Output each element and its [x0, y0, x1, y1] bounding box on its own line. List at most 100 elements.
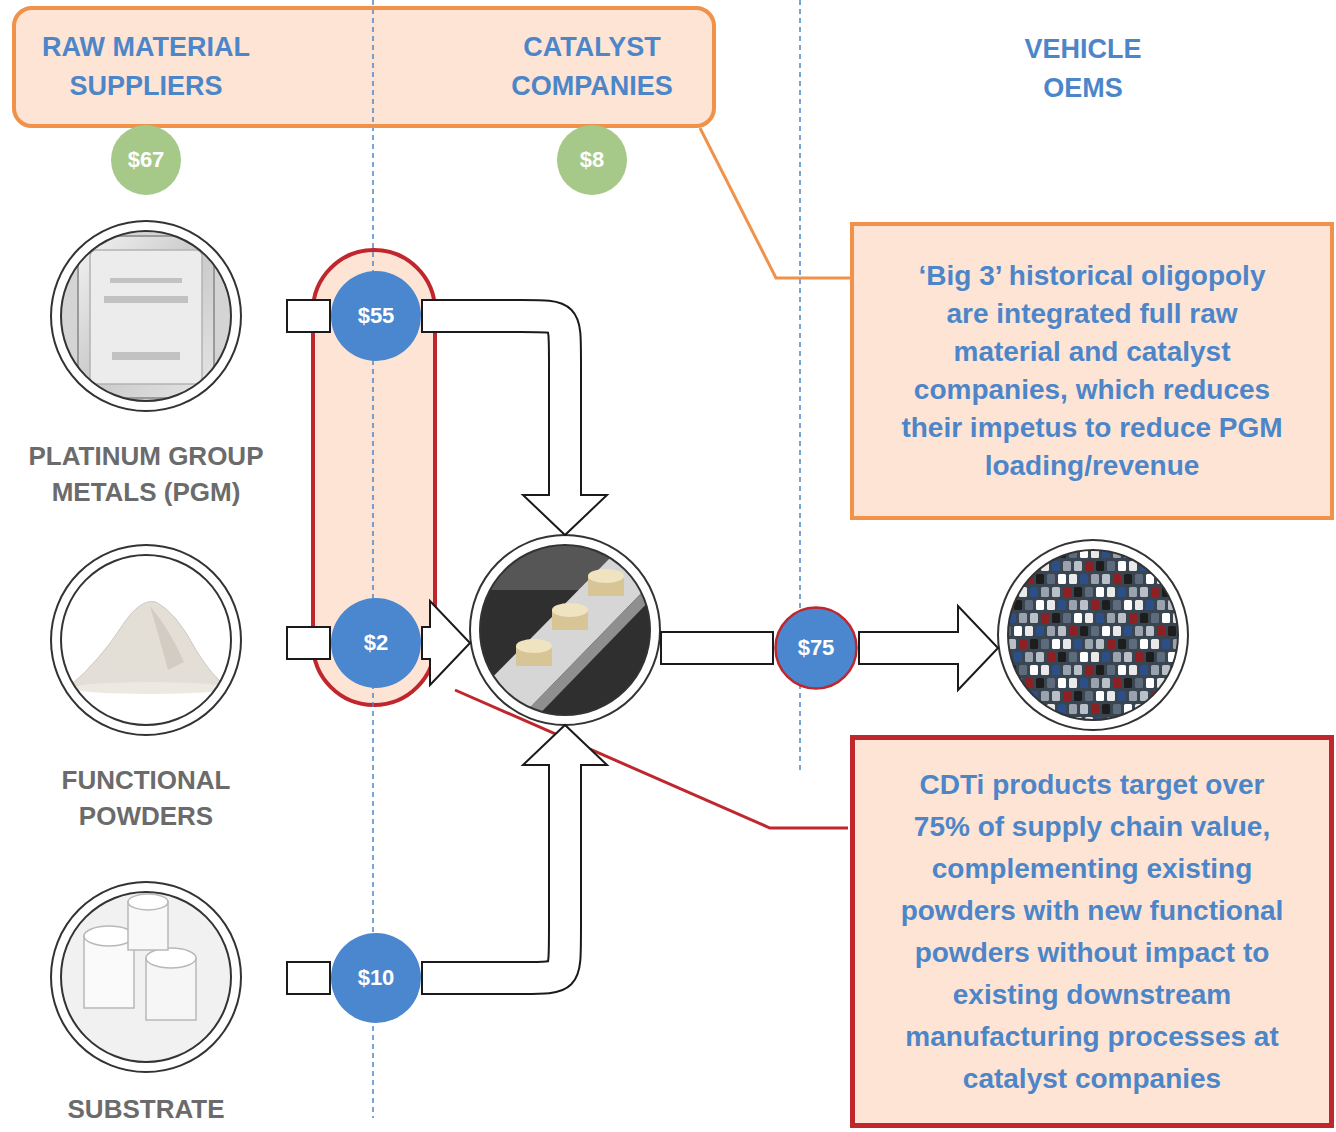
car	[1184, 561, 1192, 571]
image-ring	[51, 221, 241, 411]
car	[1102, 548, 1110, 558]
car	[1157, 652, 1165, 662]
car	[1190, 548, 1198, 558]
car	[1140, 665, 1148, 675]
car	[1030, 665, 1038, 675]
car	[1008, 587, 1016, 597]
car	[1003, 600, 1011, 610]
car	[1069, 678, 1077, 688]
car	[1129, 717, 1137, 727]
arrow-head	[523, 725, 607, 765]
flow-arrow	[286, 978, 331, 979]
car	[1129, 613, 1137, 623]
car	[1118, 639, 1126, 649]
car	[1052, 717, 1060, 727]
car	[1124, 600, 1132, 610]
image-spacer	[51, 882, 241, 1072]
substrate-block	[128, 894, 168, 910]
powder-picture	[56, 550, 236, 730]
car	[1096, 665, 1104, 675]
car	[1190, 574, 1198, 584]
car	[1019, 613, 1027, 623]
car	[1184, 613, 1192, 623]
engraving	[110, 278, 182, 283]
car	[1074, 691, 1082, 701]
image-caption: FUNCTIONAL POWDERS	[21, 763, 271, 835]
car	[1091, 626, 1099, 636]
arrow-head	[430, 601, 470, 685]
car	[1168, 678, 1176, 688]
car	[1190, 652, 1198, 662]
car	[1091, 704, 1099, 714]
car	[1118, 561, 1126, 571]
car	[1030, 639, 1038, 649]
car	[1019, 665, 1027, 675]
car	[1157, 626, 1165, 636]
car	[1195, 691, 1203, 701]
arrow-outline	[286, 299, 331, 333]
car	[1074, 639, 1082, 649]
car	[1135, 548, 1143, 558]
image-ring	[1008, 550, 1178, 720]
car	[1063, 665, 1071, 675]
car	[1173, 665, 1181, 675]
value-circle: $10	[331, 933, 421, 1023]
car	[1080, 678, 1088, 688]
flow-arrow	[421, 601, 470, 685]
arrow-body	[662, 633, 772, 663]
car	[1151, 717, 1159, 727]
car	[1190, 600, 1198, 610]
car	[1030, 613, 1038, 623]
car	[1052, 613, 1060, 623]
car	[1074, 561, 1082, 571]
car	[1041, 587, 1049, 597]
conveyor-belt	[470, 556, 656, 724]
car	[1041, 613, 1049, 623]
car	[1085, 561, 1093, 571]
car	[1052, 639, 1060, 649]
arrow-body	[423, 763, 565, 978]
car	[1041, 717, 1049, 727]
car	[1036, 574, 1044, 584]
car	[1157, 600, 1165, 610]
circle-fill	[331, 598, 421, 688]
substrate-picture	[56, 887, 236, 1067]
car	[1080, 704, 1088, 714]
car	[1129, 665, 1137, 675]
car	[1107, 587, 1115, 597]
car	[1085, 665, 1093, 675]
car	[1080, 600, 1088, 610]
car	[1085, 691, 1093, 701]
picture-ground	[56, 226, 236, 406]
car	[1003, 574, 1011, 584]
car	[1157, 704, 1165, 714]
callout-box: CDTi products target over 75% of supply …	[850, 735, 1334, 1128]
value-circle: $75	[774, 606, 858, 690]
car	[1025, 626, 1033, 636]
car	[1113, 704, 1121, 714]
flow-arrow	[421, 316, 607, 535]
car	[1102, 678, 1110, 688]
car	[1168, 626, 1176, 636]
car	[1019, 639, 1027, 649]
car	[1113, 678, 1121, 688]
flow-arrow	[421, 725, 607, 978]
powder-shade	[150, 606, 184, 670]
car	[1179, 652, 1187, 662]
car	[1036, 548, 1044, 558]
car	[1102, 574, 1110, 584]
value-label: $67	[128, 147, 165, 173]
car	[1041, 639, 1049, 649]
circle-fill	[331, 271, 421, 361]
image-circle: FUNCTIONAL POWDERS	[6, 545, 286, 835]
image-circle	[470, 535, 660, 725]
arrow-body	[423, 316, 565, 497]
car	[1069, 626, 1077, 636]
car	[1069, 652, 1077, 662]
car	[1113, 626, 1121, 636]
image-ring	[480, 545, 650, 715]
car	[1118, 613, 1126, 623]
arrow-outline	[421, 316, 565, 495]
car	[1107, 691, 1115, 701]
band-fill	[12, 6, 716, 128]
